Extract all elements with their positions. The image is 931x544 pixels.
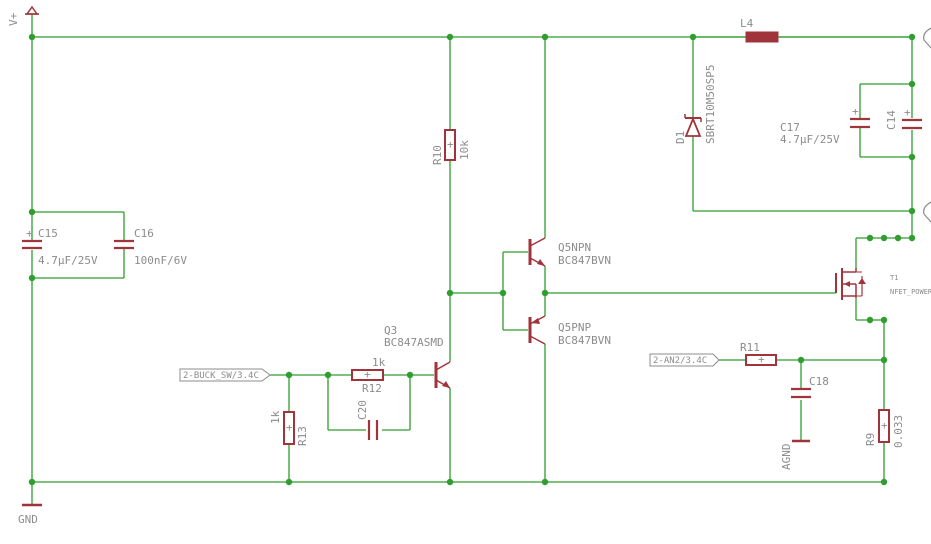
mosfet-t1[interactable]: T1 NFET_POWER — [835, 268, 931, 300]
q3-name: Q3 — [384, 324, 397, 337]
resistor-r9[interactable]: + R9 0.033 — [864, 409, 905, 448]
svg-text:+: + — [852, 105, 859, 118]
c20-name: C20 — [356, 400, 369, 420]
resistor-r10[interactable]: + R10 10k — [431, 129, 471, 165]
r13-value: 1k — [269, 410, 282, 424]
c15-value: 4.7µF/25V — [38, 254, 98, 267]
r10-value: 10k — [458, 140, 471, 160]
q5pnp-name: Q5PNP — [558, 321, 591, 334]
agnd-symbol: AGND — [780, 439, 810, 471]
svg-text:+: + — [881, 419, 888, 432]
svg-text:+: + — [447, 138, 454, 151]
resistor-r13[interactable]: + 1k R13 — [269, 410, 309, 446]
svg-text:+: + — [286, 421, 293, 434]
resistor-r12[interactable]: + 1k R12 — [351, 356, 386, 395]
svg-text:+: + — [364, 368, 371, 381]
capacitor-c16[interactable]: C16 100nF/6V — [114, 227, 187, 267]
vplus-symbol: V+ — [7, 5, 39, 26]
svg-text:+: + — [758, 353, 765, 366]
junctions — [28, 33, 916, 486]
c17-name: C17 — [780, 121, 800, 134]
wires — [31, 14, 913, 505]
agnd-label: AGND — [780, 444, 793, 471]
edge-connectors — [923, 27, 931, 223]
r12-value: 1k — [372, 356, 386, 369]
r9-value: 0.033 — [892, 415, 905, 448]
r11-name: R11 — [740, 341, 760, 354]
c17-value: 4.7µF/25V — [780, 133, 840, 146]
d1-value: SBRT10M50SP5 — [704, 65, 717, 144]
q5npn-value: BC847BVN — [558, 254, 611, 267]
r10-name: R10 — [431, 145, 444, 165]
transistor-q3[interactable]: Q3 BC847ASMD — [384, 324, 451, 389]
svg-text:+: + — [26, 227, 33, 240]
svg-text:+: + — [904, 106, 911, 119]
c18-name: C18 — [809, 375, 829, 388]
port-an2[interactable]: 2-AN2/3.4C — [649, 353, 720, 367]
transistor-q5npn[interactable]: Q5NPN BC847BVN — [528, 237, 611, 267]
diode-d1[interactable]: D1 SBRT10M50SP5 — [674, 65, 717, 144]
t1-value: NFET_POWER — [890, 288, 931, 296]
inductor-l4[interactable]: L4 — [693, 17, 779, 43]
port-an2-label: 2-AN2/3.4C — [653, 356, 707, 366]
gnd-symbol: GND — [18, 503, 42, 526]
c15-name: C15 — [38, 227, 58, 240]
resistor-r11[interactable]: + R11 — [740, 341, 777, 366]
capacitor-c17[interactable]: + C17 4.7µF/25V — [780, 105, 870, 146]
vplus-label: V+ — [7, 12, 20, 26]
port-buck-sw[interactable]: 2-BUCK_SW/3.4C — [179, 368, 271, 382]
q5pnp-value: BC847BVN — [558, 334, 611, 347]
q3-value: BC847ASMD — [384, 336, 444, 349]
l4-name: L4 — [740, 17, 754, 30]
capacitor-c18[interactable]: C18 — [791, 375, 829, 399]
capacitor-c15[interactable]: + C15 4.7µF/25V — [22, 227, 98, 267]
c16-name: C16 — [134, 227, 154, 240]
c14-name: C14 — [885, 110, 898, 130]
q5npn-name: Q5NPN — [558, 241, 591, 254]
c16-value: 100nF/6V — [134, 254, 187, 267]
r13-name: R13 — [296, 426, 309, 446]
r12-name: R12 — [362, 382, 382, 395]
capacitor-c20[interactable]: C20 — [356, 400, 379, 440]
gnd-label: GND — [18, 513, 38, 526]
port-buck-sw-label: 2-BUCK_SW/3.4C — [183, 371, 259, 381]
d1-name: D1 — [674, 131, 687, 144]
transistor-q5pnp[interactable]: Q5PNP BC847BVN — [528, 315, 611, 347]
r9-name: R9 — [864, 433, 877, 446]
t1-name: T1 — [890, 274, 898, 282]
capacitor-c14[interactable]: + C14 — [885, 106, 922, 130]
